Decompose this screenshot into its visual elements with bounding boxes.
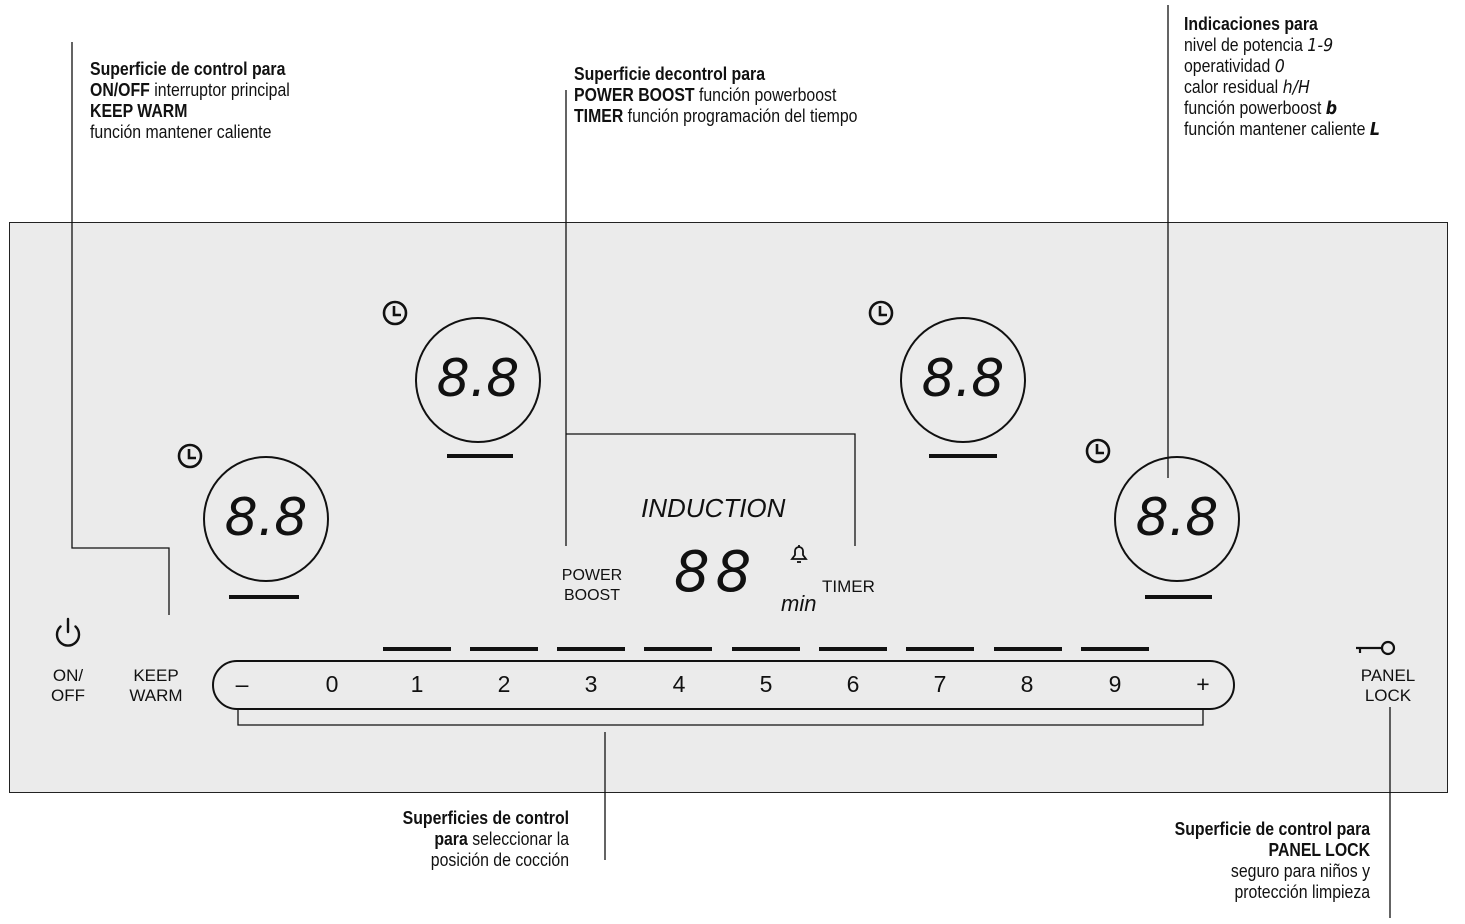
callout-ind-keepwarm-sym: L xyxy=(1369,119,1380,140)
leader-onoff xyxy=(71,42,170,615)
callout-onoff-title: Superficie de control para xyxy=(90,59,286,79)
zone-front-right-display: 8.8 xyxy=(1135,488,1219,548)
callout-ind-boost-sym: b xyxy=(1325,98,1338,119)
zone-front-left xyxy=(203,456,329,599)
callout-keepwarm-text: función mantener caliente xyxy=(90,122,272,142)
callout-ind-residual-sym: h/H xyxy=(1282,77,1310,98)
callout-ind-boost: función powerboost xyxy=(1184,98,1322,118)
callout-onoff-bold: ON/OFF xyxy=(90,80,150,100)
callout-timer-bold: TIMER xyxy=(574,106,624,126)
callout-timer-text: función programación del tiempo xyxy=(623,106,858,126)
callout-indications-title: Indicaciones para xyxy=(1184,14,1318,34)
panellock-label-1: PANEL xyxy=(1360,666,1416,685)
powerboost-button[interactable]: POWER BOOST xyxy=(548,566,636,606)
callout-panellock-bold: PANEL LOCK xyxy=(1268,840,1370,860)
level-5-button[interactable]: 5 xyxy=(759,671,773,697)
level-7-button[interactable]: 7 xyxy=(933,671,947,697)
zone-front-left-display: 8.8 xyxy=(224,488,308,548)
keepwarm-label-1: KEEP xyxy=(133,666,179,685)
zone-rear-right-display: 8.8 xyxy=(921,349,1005,409)
panellock-label-2: LOCK xyxy=(1364,686,1412,705)
onoff-label-1: ON/ xyxy=(52,666,84,685)
timer-display: 88 xyxy=(674,540,758,605)
callout-powerboost-title: Superficie decontrol para xyxy=(574,64,766,84)
callout-ind-power-sym: 1-9 xyxy=(1307,35,1334,56)
keepwarm-label-2: WARM xyxy=(129,686,183,705)
keepwarm-button[interactable]: KEEP WARM xyxy=(118,666,194,706)
zone-rear-left xyxy=(415,317,541,458)
level-0-button[interactable]: 0 xyxy=(325,671,339,697)
zone-rear-left-display: 8.8 xyxy=(436,349,520,409)
level-8-button[interactable]: 8 xyxy=(1020,671,1034,697)
induction-label: INDUCTION xyxy=(641,493,786,523)
callout-onoff-text: interruptor principal xyxy=(149,80,290,100)
power-icon xyxy=(55,617,81,647)
level-6-button[interactable]: 6 xyxy=(846,671,860,697)
leader-timer xyxy=(566,433,856,546)
clock-icon xyxy=(177,443,203,469)
callout-ind-residual: calor residual xyxy=(1184,77,1279,97)
powerboost-label-2: BOOST xyxy=(563,587,620,604)
callout-cooking: Superficies de control para seleccionar … xyxy=(403,808,569,871)
cooking-slider[interactable] xyxy=(212,660,1235,710)
level-1-button[interactable]: 1 xyxy=(410,671,424,697)
callout-panellock-text: seguro para niños y xyxy=(1230,861,1370,881)
clock-icon xyxy=(382,300,408,326)
slider-minus-button[interactable]: – xyxy=(235,671,249,697)
callout-powerboost-text: función powerboost xyxy=(694,85,837,105)
onoff-button[interactable]: ON/ OFF xyxy=(40,666,96,706)
callout-panellock-title: Superficie de control para xyxy=(1174,819,1370,839)
control-panel xyxy=(9,222,1448,793)
callout-powerboost-bold: POWER BOOST xyxy=(574,85,695,105)
onoff-label-2: OFF xyxy=(51,686,85,705)
timer-button[interactable]: TIMER xyxy=(822,577,875,596)
callout-powerboost: Superficie decontrol para POWER BOOST fu… xyxy=(574,64,857,127)
callout-ind-power: nivel de potencia xyxy=(1184,35,1303,55)
callout-ind-ready: operatividad xyxy=(1184,56,1271,76)
level-4-button[interactable]: 4 xyxy=(672,671,686,697)
callout-ind-keepwarm: función mantener caliente xyxy=(1184,119,1366,139)
level-3-button[interactable]: 3 xyxy=(584,671,598,697)
zone-front-right xyxy=(1114,456,1240,599)
panellock-button[interactable]: PANEL LOCK xyxy=(1338,666,1438,706)
clock-icon xyxy=(1085,438,1111,464)
key-icon xyxy=(1356,640,1396,656)
powerboost-label-1: POWER xyxy=(561,567,623,584)
callout-cooking-title: Superficies de control xyxy=(402,808,569,828)
callout-cooking-bold: para xyxy=(434,829,468,849)
callout-panellock-text2: protección limpieza xyxy=(1234,882,1370,902)
slider-plus-button[interactable]: + xyxy=(1196,671,1210,697)
zone-rear-right xyxy=(900,317,1026,458)
callout-indications: Indicaciones para nivel de potencia 1-9 … xyxy=(1184,14,1380,140)
clock-icon xyxy=(868,300,894,326)
callout-panellock: Superficie de control para PANEL LOCK se… xyxy=(1175,819,1370,903)
callout-cooking-text2: posición de cocción xyxy=(430,850,569,870)
callout-ind-ready-sym: 0 xyxy=(1274,56,1285,77)
leader-slider-bracket xyxy=(237,710,1204,726)
callout-onoff: Superficie de control para ON/OFF interr… xyxy=(90,59,290,143)
callout-cooking-text: seleccionar la xyxy=(467,829,569,849)
level-2-button[interactable]: 2 xyxy=(497,671,511,697)
bell-icon xyxy=(790,545,808,563)
level-9-button[interactable]: 9 xyxy=(1108,671,1122,697)
callout-keepwarm-bold: KEEP WARM xyxy=(90,101,188,121)
leader-lines xyxy=(71,5,1391,918)
timer-min-label: min xyxy=(781,591,817,616)
